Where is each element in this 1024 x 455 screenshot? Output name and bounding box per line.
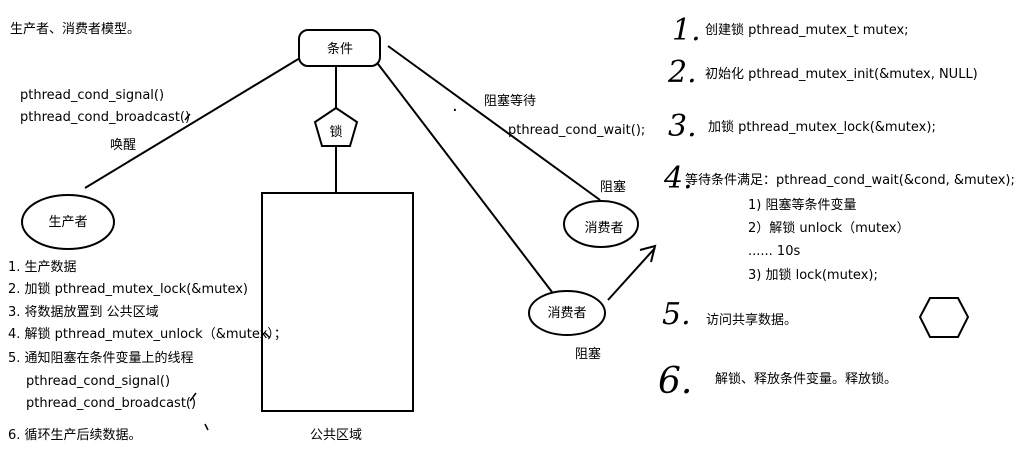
- producer-step-1: 1. 生产数据: [8, 260, 77, 275]
- condition-label: 条件: [327, 41, 353, 57]
- hand-mark-4: [264, 332, 271, 339]
- producer-step-6: 6. 循环生产后续数据。: [8, 428, 142, 443]
- producer-step-5a: pthread_cond_signal(): [26, 374, 171, 389]
- step-number-2: 2.: [668, 55, 697, 90]
- producer-step-4: 4. 解锁 pthread_mutex_unlock（&mutex）；: [8, 327, 287, 342]
- step-number-6: 6.: [658, 361, 693, 402]
- hand-mark-3: [204, 423, 209, 431]
- public-area-box: [261, 192, 414, 412]
- arrow-head: [639, 244, 657, 263]
- producer-ellipse: [21, 194, 115, 250]
- cond-wait-label: pthread_cond_wait();: [508, 123, 646, 138]
- step-number-3: 3.: [668, 109, 697, 144]
- consumer-bottom-ellipse: [528, 290, 606, 336]
- step-number-1: 1.: [672, 13, 701, 48]
- consumer-step-1: 创建锁 pthread_mutex_t mutex;: [705, 23, 909, 38]
- line-cond-producer: [84, 57, 301, 189]
- consumer-step-2: 初始化 pthread_mutex_init(&mutex, NULL): [705, 67, 978, 82]
- producer-step-5: 5. 通知阻塞在条件变量上的线程: [8, 351, 194, 366]
- consumer-step-6: 解锁、释放条件变量。释放锁。: [715, 372, 898, 387]
- dot-mark: .: [452, 95, 458, 116]
- hand-mark-1: [184, 113, 191, 121]
- consumer-step-3: 加锁 pthread_mutex_lock(&mutex);: [708, 120, 936, 135]
- producer-step-5b: pthread_cond_broadcast(): [26, 396, 197, 411]
- blocked-top-label: 阻塞: [600, 180, 627, 195]
- line-cond-consumer-bottom: [374, 59, 553, 293]
- signal-label: pthread_cond_signal(): [20, 88, 165, 103]
- public-area-label: 公共区域: [310, 428, 363, 443]
- diagram-title: 生产者、消费者模型。: [10, 22, 141, 37]
- hexagon-shape: [918, 297, 970, 338]
- step-number-4: 4.: [664, 161, 693, 196]
- consumer-step-4b: 2）解锁 unlock（mutex）: [748, 221, 910, 236]
- producer-step-2: 2. 加锁 pthread_mutex_lock(&mutex): [8, 282, 248, 297]
- arrow-consumer-to-steps: [607, 247, 656, 301]
- consumer-step-4c: ...... 10s: [748, 244, 801, 259]
- consumer-step-4: 等待条件满足：pthread_cond_wait(&cond, &mutex);: [685, 173, 1015, 188]
- blocked-bottom-label: 阻塞: [575, 347, 602, 362]
- step-number-5: 5.: [662, 297, 691, 332]
- consumer-step-4d: 3) 加锁 lock(mutex);: [748, 268, 878, 283]
- condition-box: [298, 29, 381, 67]
- block-wait-label: 阻塞等待: [484, 94, 537, 109]
- line-cond-consumer-top: [387, 45, 601, 201]
- consumer-top-ellipse: [563, 200, 639, 248]
- consumer-top-label: 消费者: [584, 221, 623, 236]
- producer-step-3: 3. 将数据放置到 公共区域: [8, 305, 159, 320]
- lock-label: 锁: [329, 124, 342, 140]
- broadcast-label: pthread_cond_broadcast(): [20, 110, 191, 125]
- consumer-step-5: 访问共享数据。: [706, 313, 798, 328]
- consumer-bottom-label: 消费者: [547, 306, 586, 321]
- wake-label: 唤醒: [110, 138, 137, 153]
- consumer-step-4a: 1) 阻塞等条件变量: [748, 198, 857, 213]
- lock-pentagon: [313, 106, 359, 147]
- producer-label: 生产者: [48, 215, 87, 230]
- hand-mark-2: [189, 392, 197, 402]
